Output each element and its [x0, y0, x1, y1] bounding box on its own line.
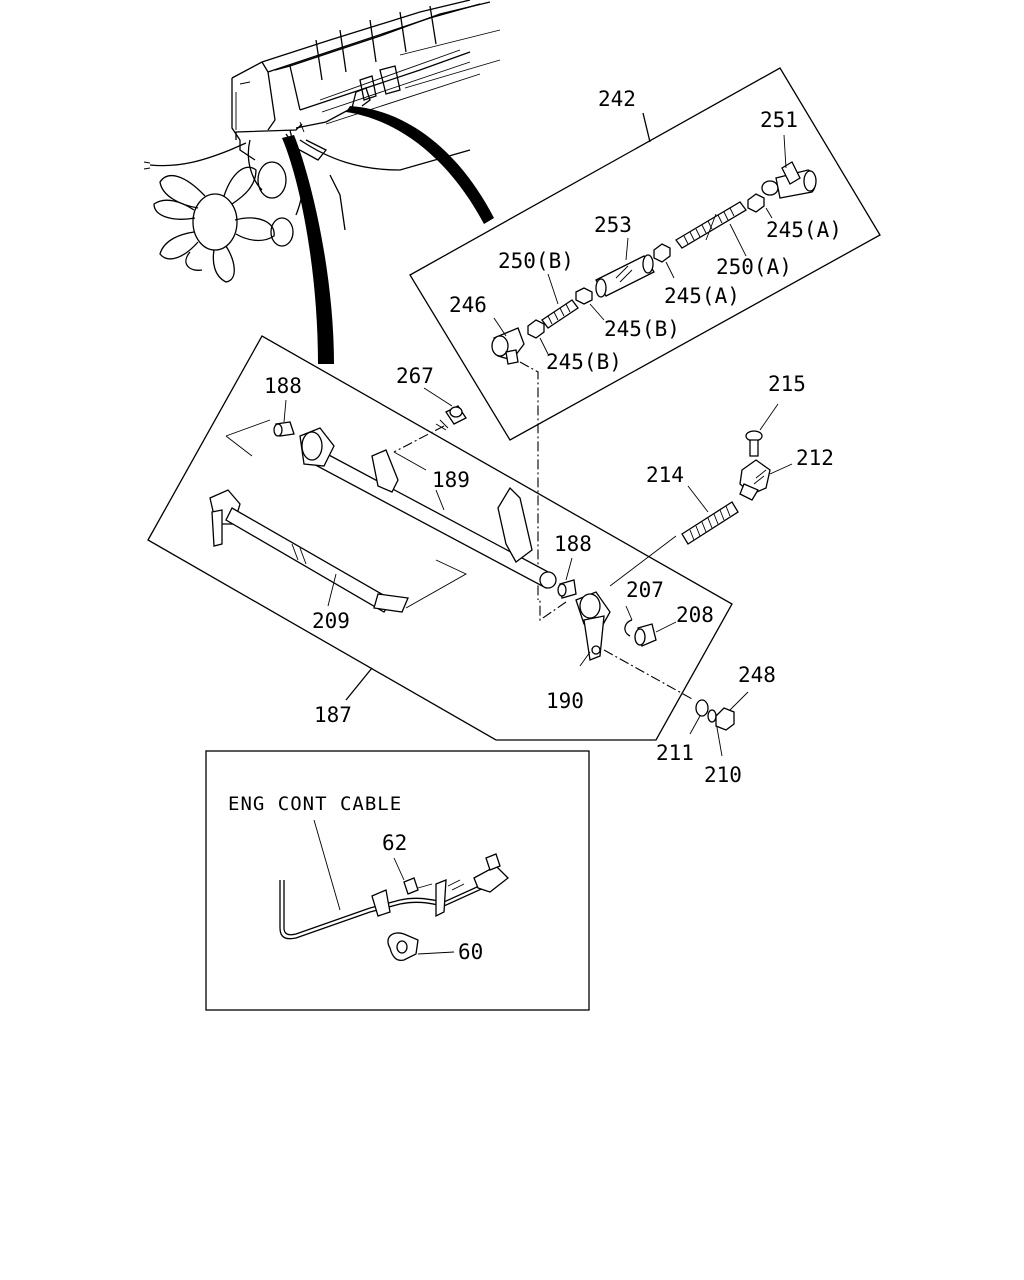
part-208-cap [634, 621, 677, 647]
part-245a-nut-upper [747, 193, 773, 219]
assembly-242-frame [409, 67, 881, 441]
callout-62: 62 [382, 831, 407, 855]
callout-207: 207 [626, 578, 664, 602]
callout-211: 211 [656, 741, 694, 765]
callout-212: 212 [796, 446, 834, 470]
part-248-nut [715, 691, 749, 731]
part-267-bolt [393, 387, 467, 453]
callout-214: 214 [646, 463, 684, 487]
part-214-spring [609, 485, 739, 587]
callout-248: 248 [738, 663, 776, 687]
callout-251: 251 [760, 108, 798, 132]
callout-253: 253 [594, 213, 632, 237]
fan-icon [153, 166, 275, 283]
inset-caption: ENG CONT CABLE [228, 793, 402, 815]
callout-208: 208 [676, 603, 714, 627]
part-251-ball-joint [761, 134, 817, 199]
part-250b-stud [541, 273, 579, 329]
part-209-lever [209, 489, 467, 613]
callout-189: 189 [432, 468, 470, 492]
part-250a-rod [675, 201, 747, 257]
callout-245a-upper: 245(A) [766, 218, 842, 242]
part-207-clip [624, 605, 633, 637]
part-245a-nut-lower [653, 243, 675, 279]
callout-250b: 250(B) [498, 249, 574, 273]
part-189-shaft [225, 419, 557, 589]
part-212-bracket [739, 459, 793, 501]
callout-242: 242 [598, 87, 636, 111]
part-245b-nut-lower [527, 319, 549, 355]
assembly-187-frame [147, 335, 733, 741]
callout-245b-lower: 245(B) [546, 350, 622, 374]
callout-215: 215 [768, 372, 806, 396]
callout-250a: 250(A) [716, 255, 792, 279]
part-246-ball-socket [491, 317, 525, 365]
part-211-washer [689, 699, 709, 735]
part-215-bolt [745, 403, 779, 457]
callout-209: 209 [312, 609, 350, 633]
centerline-246 [519, 361, 539, 600]
callout-60: 60 [458, 940, 483, 964]
callout-245b-upper: 245(B) [604, 317, 680, 341]
callout-245a-lower: 245(A) [664, 284, 740, 308]
callout-188-left: 188 [264, 374, 302, 398]
part-188-bushing-right [557, 557, 577, 599]
engine-illustration [143, 0, 501, 364]
callout-267: 267 [396, 364, 434, 388]
callout-190: 190 [546, 689, 584, 713]
callout-188-right: 188 [554, 532, 592, 556]
inset-eng-cont-cable: ENG CONT CABLE [205, 750, 590, 1011]
callout-187: 187 [314, 703, 352, 727]
callout-246: 246 [449, 293, 487, 317]
part-188-bushing-left [273, 399, 295, 437]
part-245b-nut-upper [575, 287, 605, 321]
part-190-lever-arm [539, 591, 695, 701]
callout-210: 210 [704, 763, 742, 787]
part-253-sleeve [595, 237, 655, 298]
